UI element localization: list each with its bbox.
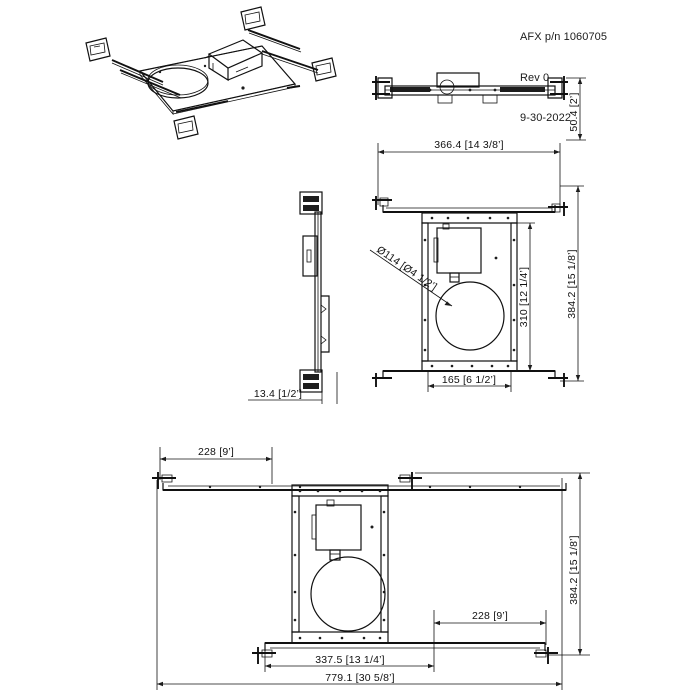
dimension-aperture: Ø114 [Ø4 1/2’]	[369, 244, 453, 307]
dimension-text-hanger-right: 228 [9’]	[472, 610, 508, 622]
dimension-body-width: 337.5 [13 1/4’]	[264, 645, 435, 672]
mounting-clip	[85, 37, 111, 62]
mounting-clip	[534, 647, 558, 664]
dimension-side-thickness: 13.4 [1/2’]	[248, 372, 338, 404]
aperture-opening	[147, 67, 209, 99]
junction-box	[433, 223, 482, 283]
mounting-clip	[299, 191, 323, 215]
mounting-clip	[372, 76, 393, 100]
front-elevation-view: 366.4 [14 3/8’]	[369, 139, 584, 392]
dimension-text-side-thickness: 13.4 [1/2’]	[254, 388, 302, 400]
junction-box	[204, 39, 264, 82]
part-number-text: AFX p/n 1060705	[520, 31, 608, 43]
mounting-clip	[173, 115, 199, 140]
dimension-text-front-width: 366.4 [14 3/8’]	[434, 139, 504, 151]
bar-hanger-assembly	[111, 29, 319, 113]
dimension-text-body-width: 337.5 [13 1/4’]	[315, 654, 385, 666]
dimension-front-width: 366.4 [14 3/8’]	[377, 139, 561, 205]
mounting-clip	[152, 472, 176, 489]
dimension-hanger-left: 228 [9’]	[159, 446, 273, 484]
revision-text: Rev 0	[520, 71, 550, 84]
top-view: 50.4 [2’]	[372, 72, 586, 141]
mounting-clip	[240, 6, 266, 31]
mounting-clip	[548, 202, 568, 216]
dimension-text-overall-height: 384.2 [15 1/8’]	[568, 535, 580, 605]
dimension-hanger-right: 228 [9’]	[433, 610, 547, 645]
date-text: 9-30-2022	[520, 112, 572, 124]
dimension-front-overall-height: 384.2 [15 1/8’]	[560, 185, 584, 382]
aperture-opening	[310, 556, 386, 632]
dimension-front-inner-height: 310 [12 1/4’]	[517, 222, 535, 372]
mounting-clip	[311, 57, 337, 82]
dimension-text-front-inner-height: 310 [12 1/4’]	[518, 267, 530, 327]
dimension-text-front-base-width: 165 [6 1/2’]	[442, 374, 496, 386]
dimension-text-top-height: 50.4 [2’]	[568, 92, 580, 131]
dimension-text-aperture: Ø114 [Ø4 1/2’]	[374, 244, 439, 294]
dimension-text-hanger-left: 228 [9’]	[198, 446, 234, 458]
side-view: 13.4 [1/2’]	[248, 191, 338, 404]
title-block: AFX p/n 1060705 Rev 0 9-30-2022	[520, 4, 607, 139]
bottom-elevation-view: 228 [9’] 228 [9’] 337.5 [13 1/4’]	[152, 446, 590, 690]
dimension-text-front-overall-height: 384.2 [15 1/8’]	[566, 249, 578, 319]
mounting-clip	[547, 76, 568, 100]
isometric-view	[85, 6, 337, 140]
mounting-clip	[372, 373, 392, 387]
mounting-clip	[398, 472, 422, 489]
junction-box	[311, 499, 362, 561]
dimension-top-height: 50.4 [2’]	[566, 77, 586, 141]
aperture-opening	[435, 281, 505, 351]
dimension-front-base-width: 165 [6 1/2’]	[427, 371, 512, 392]
mounting-clip	[252, 647, 276, 664]
mounting-clip	[299, 369, 323, 393]
mounting-clip	[372, 196, 392, 210]
dimension-overall-height: 384.2 [15 1/8’]	[415, 472, 590, 656]
dimension-text-overall-width: 779.1 [30 5/8’]	[325, 672, 395, 684]
mounting-clip	[548, 373, 568, 387]
